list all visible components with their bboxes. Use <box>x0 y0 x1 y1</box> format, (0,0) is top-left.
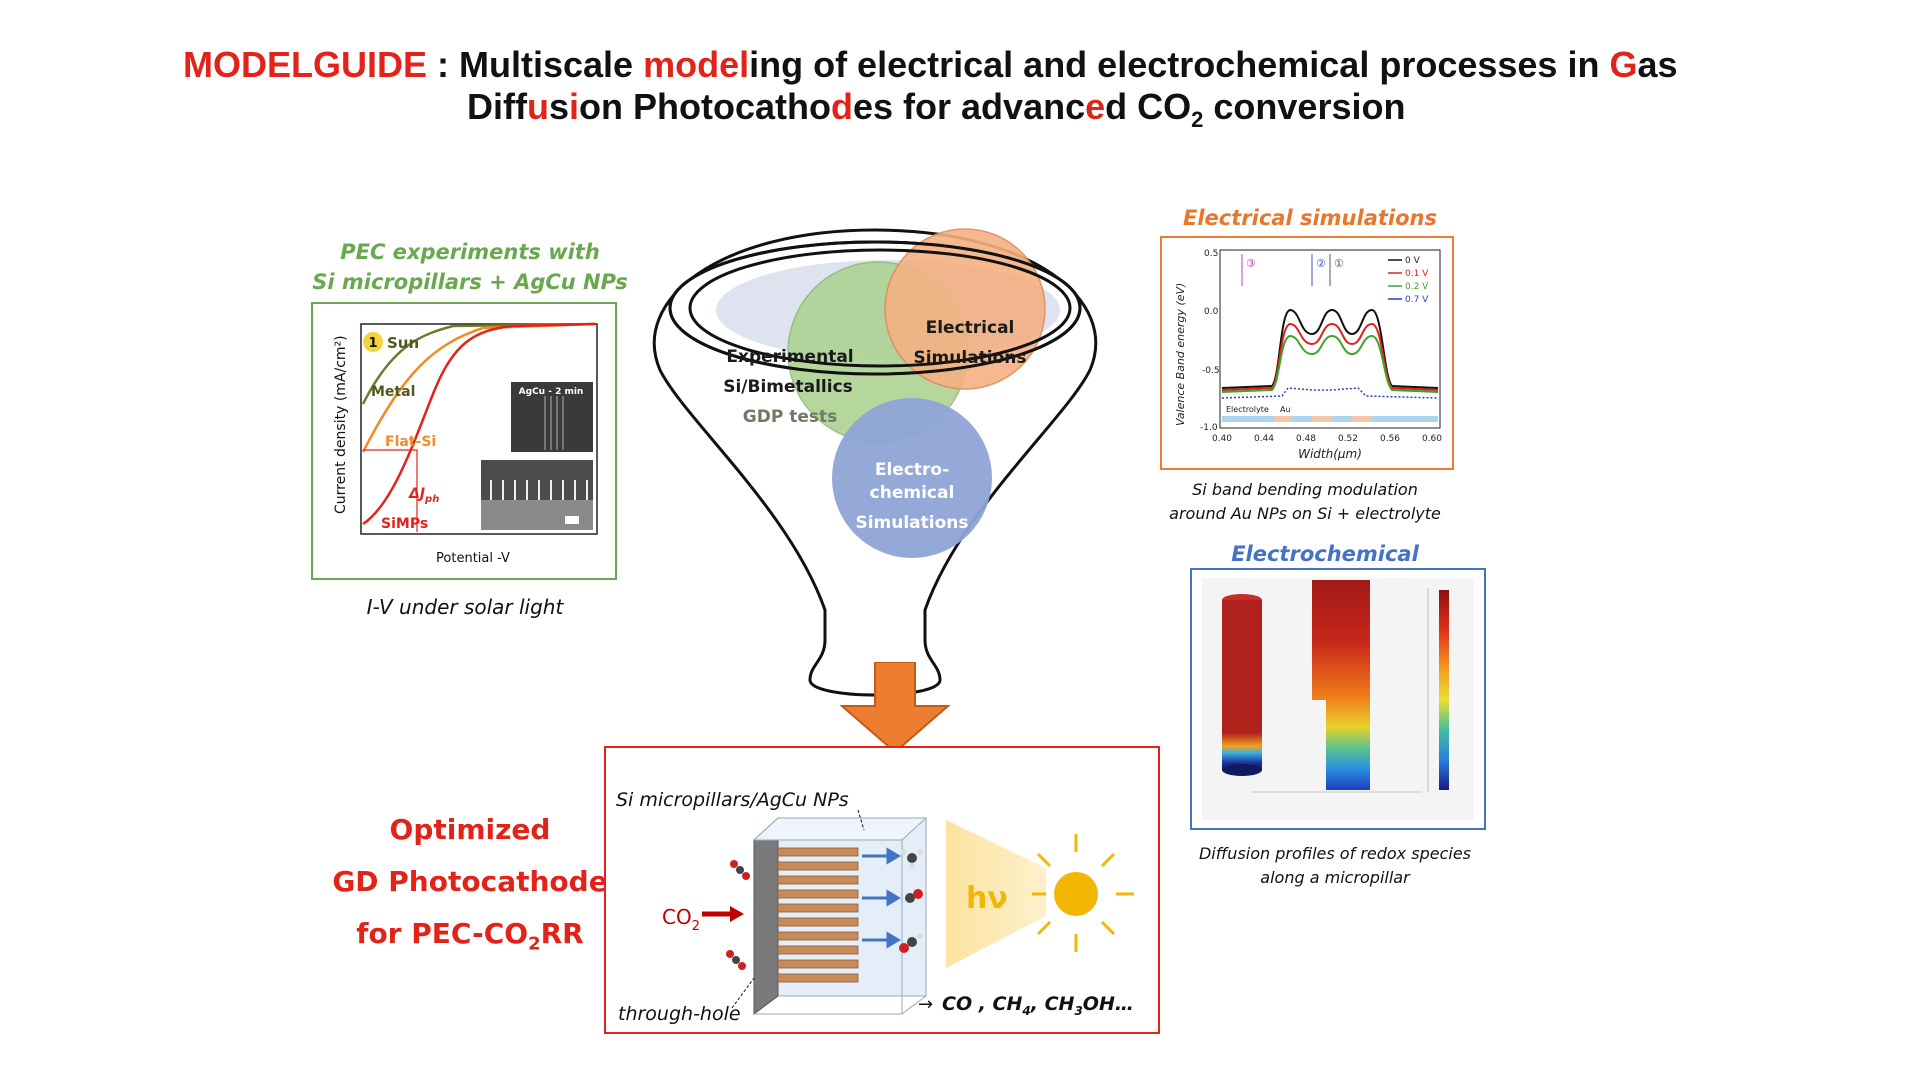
pec-iv-plot: AgCu - 2 min 1 Sun Metal Flat-Si ΔJph Si… <box>333 322 598 566</box>
electrochemical-circle <box>832 398 992 558</box>
title-segment: d <box>831 86 853 127</box>
title-segment: G <box>1609 44 1638 85</box>
pec-caption-line1: PEC experiments with <box>340 240 600 264</box>
svg-text:0.44: 0.44 <box>1254 434 1274 444</box>
page-title-line1: MODELGUIDE : Multiscale modeling of elec… <box>183 44 1743 86</box>
svg-text:0.0: 0.0 <box>1204 307 1219 317</box>
electrical-below-line2: around Au NPs on Si + electrolyte <box>1169 504 1441 523</box>
pec-xlabel: Potential -V <box>436 551 510 566</box>
title-segment: model <box>643 44 750 85</box>
echem-line3: Simulations <box>855 513 968 533</box>
exp-line1: Experimental <box>726 347 853 367</box>
sun-icon <box>1032 834 1134 952</box>
vb-xlabel: Width(µm) <box>1298 447 1362 461</box>
title-segment: : Multiscale <box>427 44 644 85</box>
title-segment: e <box>1085 86 1106 127</box>
elec-line1: Electrical <box>926 318 1015 338</box>
svg-text:①: ① <box>1334 257 1344 270</box>
funnel-diagram: Experimental Si/Bimetallics GDP tests El… <box>652 228 1098 697</box>
pec-caption-line2: Si micropillars + AgCu NPs <box>312 270 628 294</box>
micropillars-label: Si micropillars/AgCu NPs <box>616 789 849 811</box>
title-segment: 2 <box>1191 107 1204 133</box>
svg-text:0.7 V: 0.7 V <box>1405 295 1429 305</box>
svg-text:0.5: 0.5 <box>1204 249 1218 259</box>
title-segment: Diff <box>467 86 527 127</box>
page-title-line2: Diffusion Photocathodes for advanced CO2… <box>467 86 1667 133</box>
diffusion-profile-image <box>1202 578 1474 820</box>
down-arrow-icon <box>840 662 950 754</box>
exp-line3: GDP tests <box>743 407 837 427</box>
svg-text:0.56: 0.56 <box>1380 434 1400 444</box>
title-segment: conversion <box>1203 86 1406 127</box>
co2-label: CO2 <box>662 905 700 934</box>
echem-line1: Electro- <box>875 460 949 480</box>
title-segment: ing of electrical and electrochemical pr… <box>749 44 1610 85</box>
svg-text:0.48: 0.48 <box>1296 434 1316 444</box>
electrochemical-below-line2: along a micropillar <box>1260 868 1410 887</box>
svg-text:-1.0: -1.0 <box>1200 423 1218 433</box>
djph-label: ΔJph <box>408 486 439 505</box>
products-arrow: → <box>918 994 933 1015</box>
flat-si-label: Flat-Si <box>385 434 436 450</box>
optimized-line1: Optimized <box>389 813 551 846</box>
svg-text:0.52: 0.52 <box>1338 434 1358 444</box>
title-segment: s <box>548 86 570 127</box>
svg-text:0.2 V: 0.2 V <box>1405 282 1429 292</box>
pec-iv-panel: AgCu - 2 min 1 Sun Metal Flat-Si ΔJph Si… <box>311 302 617 580</box>
optimized-line3: for PEC-CO2RR <box>356 917 584 955</box>
title-segment: u <box>526 86 549 127</box>
title-segment: d CO <box>1105 86 1192 127</box>
electrochemical-below-line1: Diffusion profiles of redox species <box>1198 844 1471 863</box>
through-hole-label: through-hole <box>618 1003 741 1025</box>
valence-band-plot: 0.5 0.0 -0.5 -1.0 0.40 0.44 0.48 0.52 0.… <box>1174 249 1442 461</box>
svg-text:Au: Au <box>1280 405 1291 414</box>
electrical-below-line1: Si band bending modulation <box>1192 480 1418 499</box>
electrical-circle <box>884 228 1046 390</box>
svg-text:Electrolyte: Electrolyte <box>1226 405 1269 414</box>
electrical-caption: Electrical simulations <box>1183 206 1437 230</box>
title-segment: on Photocatho <box>579 86 831 127</box>
pec-below-caption: I-V under solar light <box>366 595 564 619</box>
products-label: CO , CH4, CH3OH… <box>942 993 1134 1018</box>
sem-label: AgCu - 2 min <box>519 387 584 397</box>
svg-text:0.60: 0.60 <box>1422 434 1442 444</box>
sun-label: Sun <box>387 334 419 352</box>
hv-label: hν <box>966 881 1008 916</box>
title-segment: i <box>569 86 580 127</box>
title-segment: MODELGUIDE <box>183 44 428 85</box>
exp-line2: Si/Bimetallics <box>723 377 853 397</box>
echem-line2: chemical <box>870 483 955 503</box>
sun-icon <box>363 332 383 352</box>
pec-ylabel: Current density (mA/cm²) <box>333 335 349 514</box>
svg-text:0.1 V: 0.1 V <box>1405 269 1429 279</box>
gd-photocathode-illustration: hν <box>616 789 1134 1025</box>
svg-text:②: ② <box>1316 257 1326 270</box>
simps-label: SiMPs <box>381 516 428 532</box>
title-segment: es for advanc <box>853 86 1086 127</box>
metal-label: Metal <box>371 384 415 400</box>
device-panel: hν <box>604 746 1160 1034</box>
elec-line2: Simulations <box>913 348 1026 368</box>
svg-text:0.40: 0.40 <box>1212 434 1232 444</box>
title-segment: as <box>1637 44 1678 85</box>
svg-text:1: 1 <box>368 336 377 351</box>
electrical-panel: 0.5 0.0 -0.5 -1.0 0.40 0.44 0.48 0.52 0.… <box>1160 236 1454 470</box>
vb-ylabel: Valence Band energy (eV) <box>1174 283 1187 426</box>
svg-text:0 V: 0 V <box>1405 256 1421 266</box>
electrochemical-panel <box>1190 568 1486 830</box>
svg-text:-0.5: -0.5 <box>1202 366 1220 376</box>
svg-text:③: ③ <box>1246 257 1256 270</box>
optimized-line2: GD Photocathode <box>332 865 608 898</box>
